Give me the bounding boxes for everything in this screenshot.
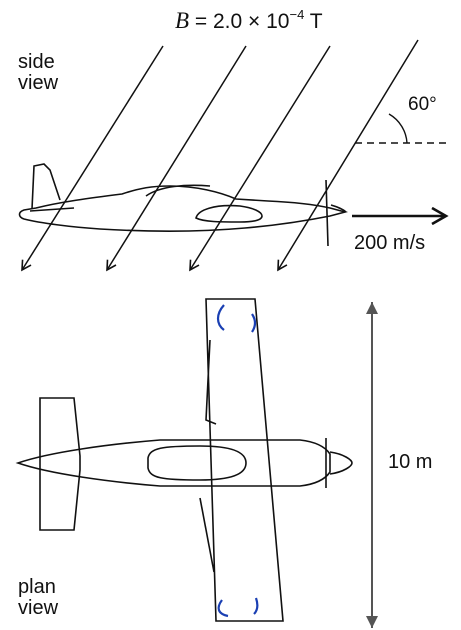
tail-fin-side (31, 163, 61, 210)
field-unit: T (309, 10, 323, 33)
field-equals: = 2.0 × 10 (194, 10, 290, 33)
fuselage-plan (15, 439, 331, 487)
angle-label: 60° (408, 94, 437, 115)
field-exponent: −4 (289, 7, 305, 22)
field-line-1 (21, 45, 164, 272)
canopy-side (145, 184, 211, 197)
plan-view-title-line2: view (18, 597, 59, 619)
field-line-4 (277, 39, 419, 272)
field-line-2 (106, 45, 247, 272)
spinner-side (330, 204, 347, 213)
angle-arc (388, 113, 408, 144)
tail-plane-plan (39, 397, 81, 531)
flap-line-upper (205, 339, 217, 425)
main-wing-plan (205, 298, 284, 622)
side-view-title: side view (18, 52, 58, 94)
speed-label: 200 m/s (354, 232, 426, 254)
plan-view-title-line1: plan (18, 576, 56, 598)
field-line-3 (189, 45, 331, 272)
wingtip-accent-lower-right (253, 597, 259, 615)
wingtip-accent-upper (216, 304, 225, 331)
wingtip-accent-lower (217, 599, 229, 618)
side-view-title-line2: view (18, 72, 59, 94)
plan-view-airplane (15, 298, 353, 622)
flap-line-lower (199, 497, 215, 573)
tail-plane-side (29, 207, 75, 212)
wingspan-label: 10 m (388, 451, 433, 473)
side-view-airplane (18, 163, 349, 247)
plan-view-title: plan view (18, 577, 58, 619)
side-view-title-line1: side (18, 51, 55, 73)
wing-airfoil-side (195, 204, 263, 223)
wingtip-accent-upper-right (251, 313, 257, 333)
spinner-plan (329, 451, 353, 475)
field-strength-label: B = 2.0 × 10−4 T (175, 8, 323, 33)
canopy-plan (147, 445, 247, 481)
field-symbol: B (175, 8, 190, 33)
angle-indicator (355, 113, 448, 144)
field-lines (21, 39, 419, 272)
